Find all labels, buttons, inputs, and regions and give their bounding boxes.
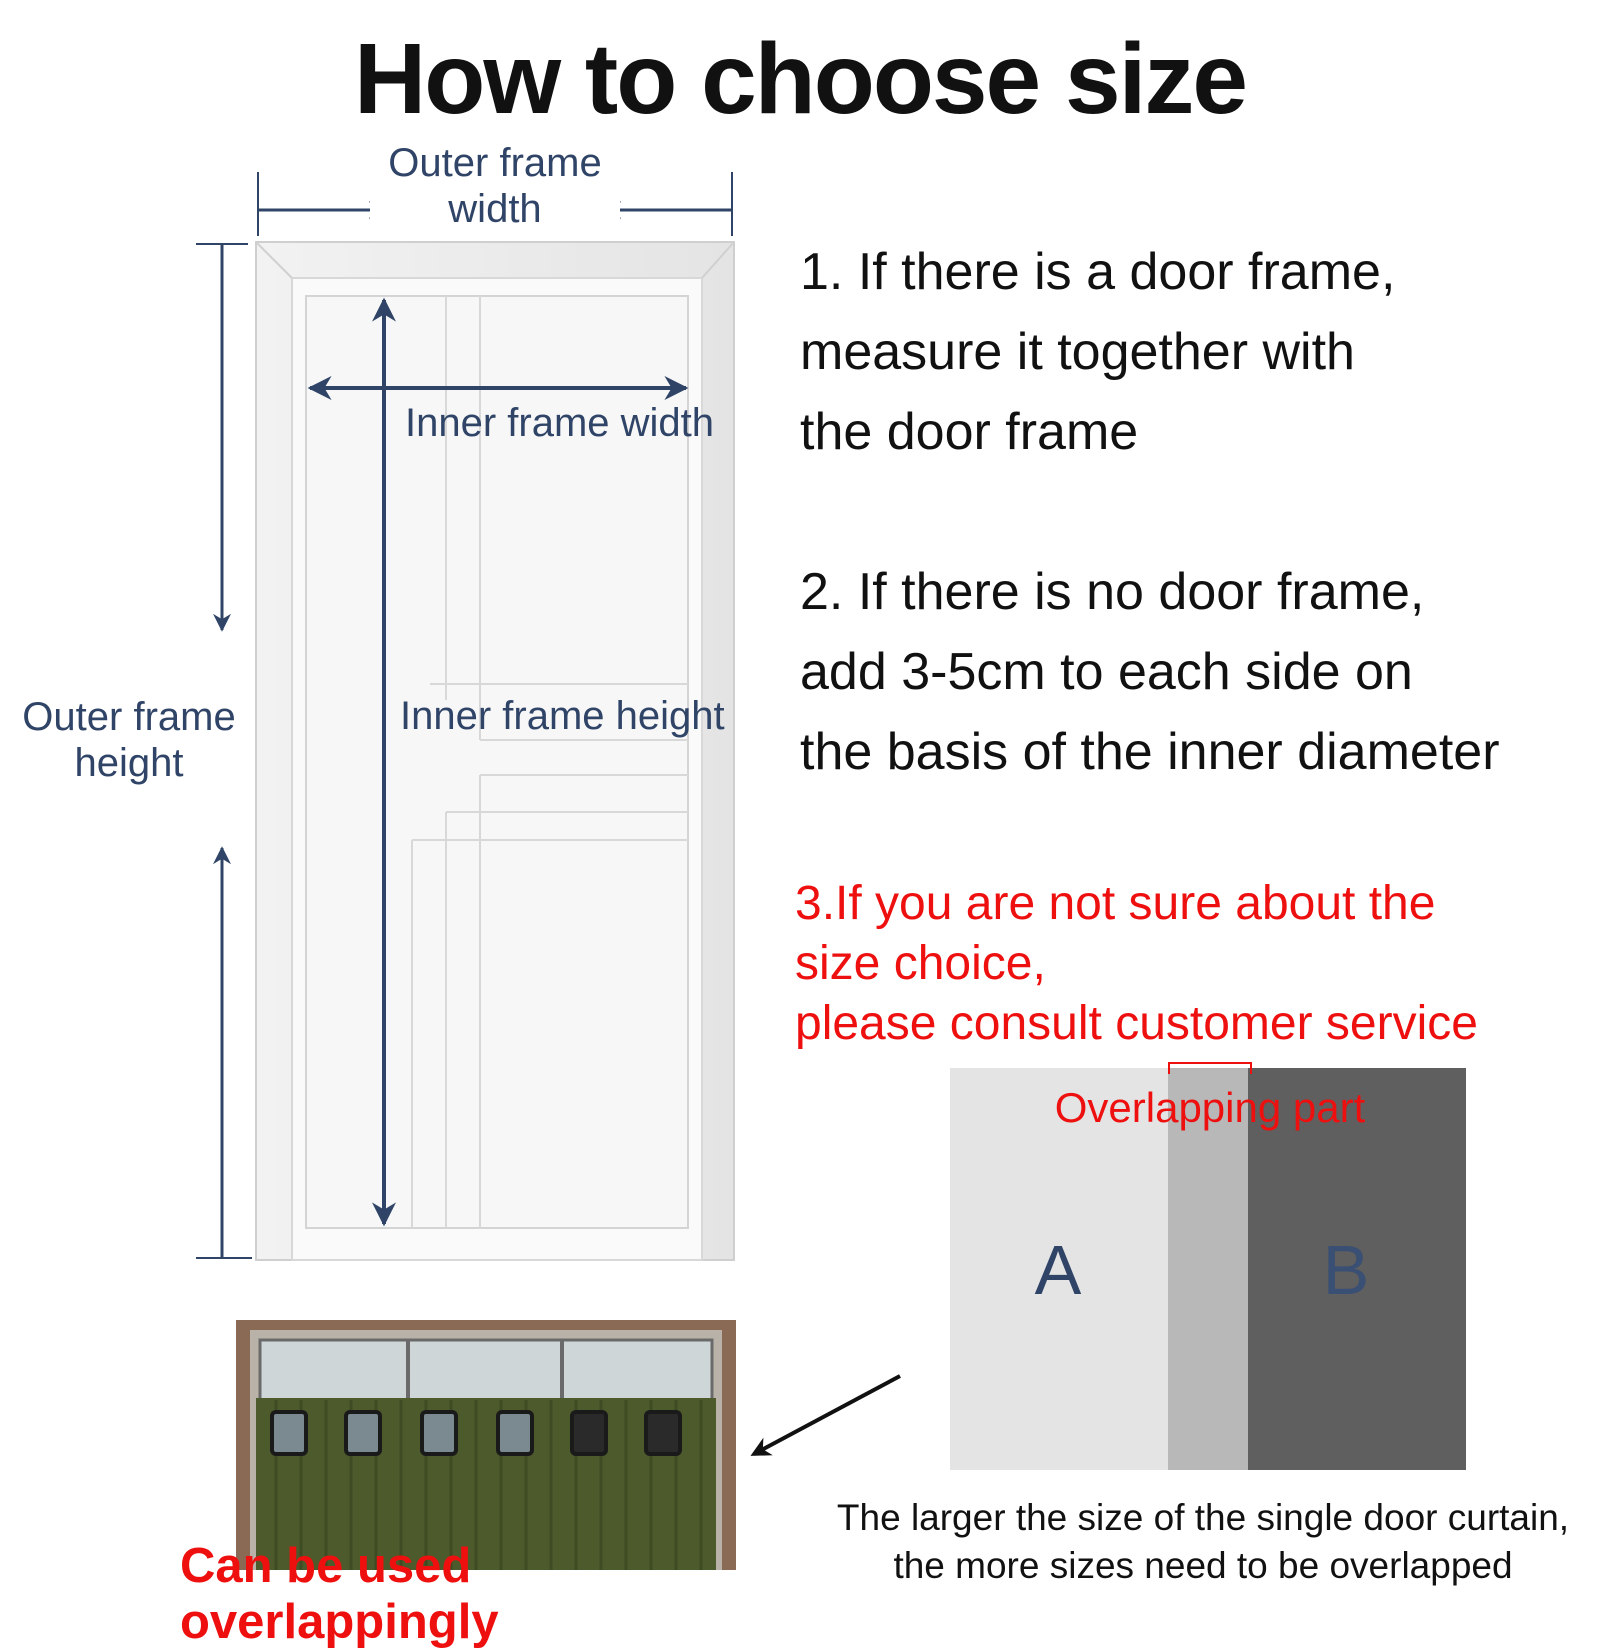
- outer-height-label: Outer frame height: [4, 694, 254, 786]
- panel-b-letter: B: [1322, 1231, 1370, 1309]
- panel-a: [950, 1068, 1168, 1470]
- step-3-line1: 3.If you are not sure about the: [795, 877, 1436, 930]
- panel-b: [1248, 1068, 1466, 1470]
- step-2-line1: 2. If there is no door frame,: [800, 563, 1425, 621]
- step-2-line2: add 3-5cm to each side on: [800, 643, 1413, 701]
- bottom-caption-line1: The larger the size of the single door c…: [836, 1497, 1570, 1538]
- bottom-caption-line2: the more sizes need to be overlapped: [893, 1545, 1513, 1586]
- bottom-caption: The larger the size of the single door c…: [808, 1494, 1598, 1590]
- step-2: 2. If there is no door frame, add 3-5cm …: [800, 552, 1590, 792]
- photo-pointer-arrow: [750, 1374, 901, 1456]
- page-title: How to choose size: [354, 23, 1248, 135]
- outer-width-label: Outer frame width: [370, 140, 620, 232]
- step-3-line2: size choice,: [795, 937, 1046, 990]
- inner-height-label: Inner frame height: [400, 694, 725, 738]
- door-diagram: [196, 172, 735, 1261]
- outer-width-label-line2: width: [448, 187, 542, 231]
- step-1-line1: 1. If there is a door frame,: [800, 243, 1396, 301]
- outer-width-label-line1: Outer frame: [388, 141, 602, 185]
- step-1-line2: measure it together with: [800, 323, 1355, 381]
- curtain-photo: [236, 1320, 736, 1570]
- step-1-line3: the door frame: [800, 403, 1139, 461]
- outer-height-label-line1: Outer frame: [22, 695, 236, 739]
- outer-height-arrow: [196, 243, 252, 1259]
- step-1: 1. If there is a door frame, measure it …: [800, 232, 1590, 472]
- overlap-region: [1168, 1068, 1248, 1470]
- door-leaf: [305, 295, 689, 1229]
- outer-height-label-line2: height: [74, 741, 184, 785]
- outer-width-arrow: [257, 172, 733, 236]
- step-2-line3: the basis of the inner diameter: [800, 723, 1500, 781]
- panel-a-letter: A: [1034, 1231, 1082, 1309]
- photo-caption: Can be used overlappingly: [180, 1539, 499, 1649]
- overlap-bracket: [1168, 1062, 1252, 1074]
- overlap-label: Overlapping part: [1054, 1084, 1366, 1131]
- step-3-line3: please consult customer service: [795, 997, 1478, 1050]
- inner-width-label: Inner frame width: [405, 401, 715, 445]
- step-3: 3.If you are not sure about the size cho…: [795, 874, 1595, 1054]
